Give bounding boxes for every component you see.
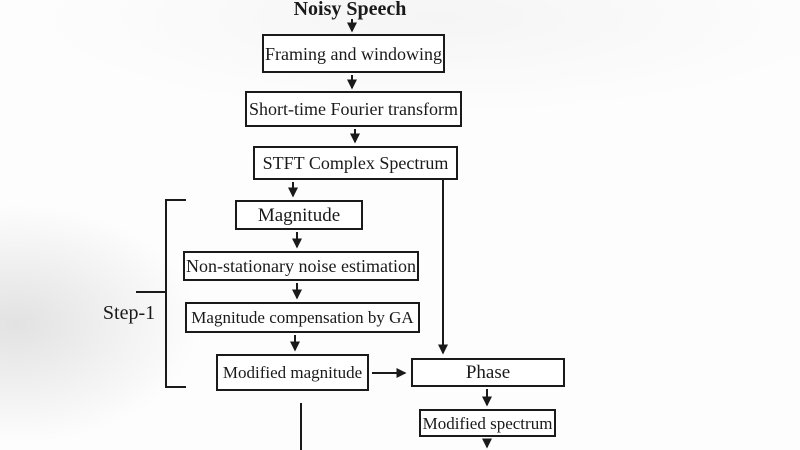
- step-1-bracket: [165, 199, 186, 388]
- source-label: Noisy Speech: [293, 0, 407, 20]
- node-framing-and-windowing: Framing and windowing: [262, 34, 445, 73]
- node-stft-complex-spectrum: STFT Complex Spectrum: [253, 146, 458, 180]
- node-phase: Phase: [411, 358, 565, 387]
- node-short-time-fourier: Short-time Fourier transform: [245, 91, 462, 127]
- step-1-label: Step-1: [102, 302, 156, 324]
- node-ga-compensation: Magnitude compensation by GA: [185, 302, 420, 333]
- node-modified-magnitude: Modified magnitude: [216, 354, 369, 391]
- node-modified-spectrum: Modified spectrum: [419, 409, 556, 437]
- node-magnitude: Magnitude: [235, 200, 363, 230]
- node-noise-estimation: Non-stationary noise estimation: [183, 251, 419, 281]
